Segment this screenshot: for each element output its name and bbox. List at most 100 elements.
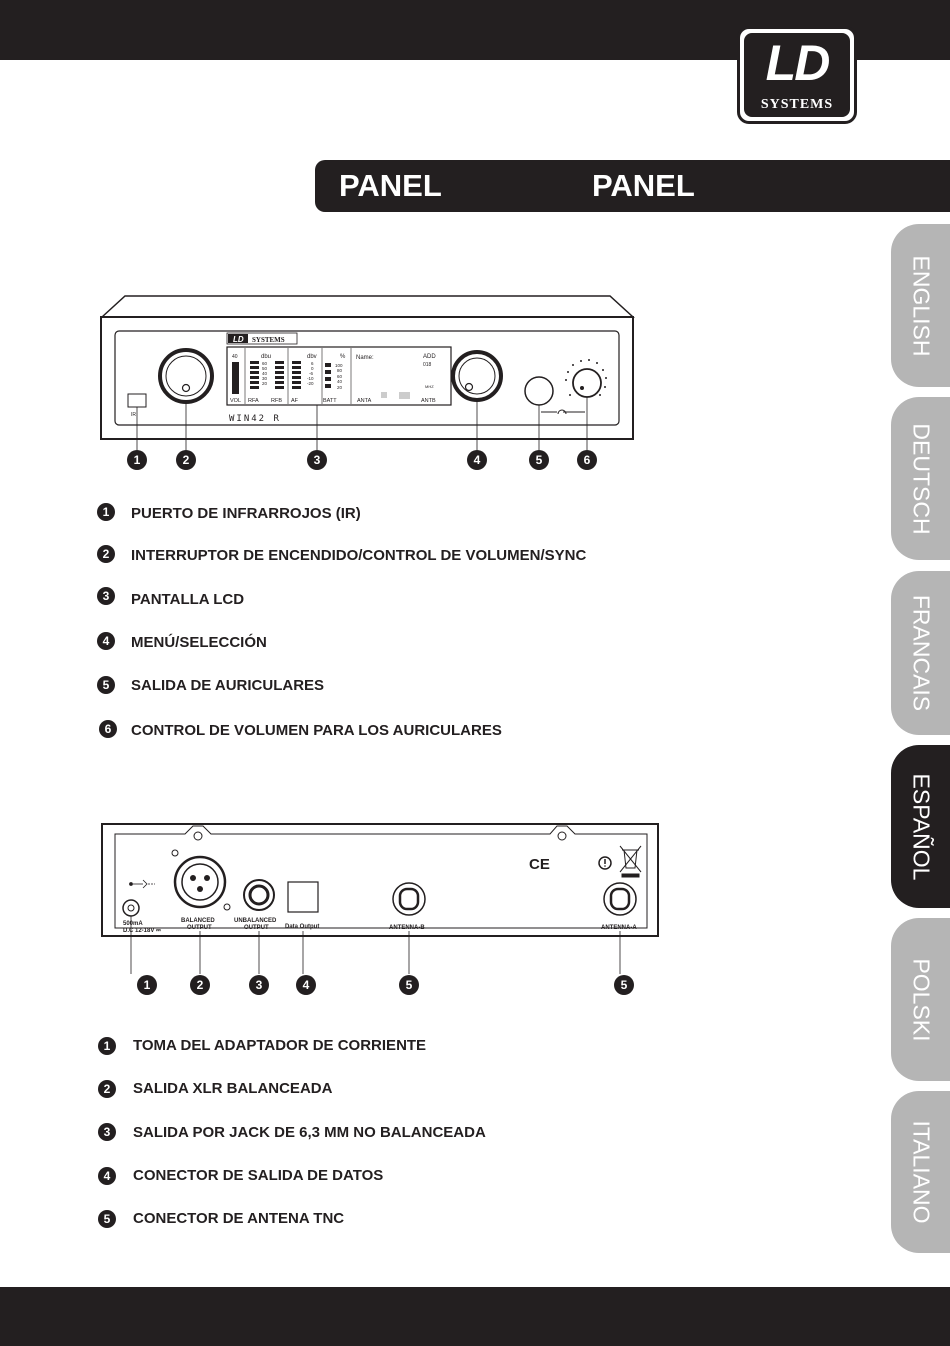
dbv-tick-4: -10 [307, 376, 314, 381]
pct-tick-1: 100 [335, 363, 343, 368]
lcd-code: 018 [423, 362, 432, 368]
front-item-4-num: 4 [97, 632, 115, 650]
title-word-2: PANEL [592, 168, 695, 203]
rear-item-4-text: CONECTOR DE SALIDA DE DATOS [133, 1167, 384, 1184]
balanced-label-1: BALANCED [181, 918, 215, 924]
rear-item-3-text: SALIDA POR JACK DE 6,3 MM NO BALANCEADA [133, 1124, 486, 1141]
lcd-rfa: RFA [248, 398, 259, 404]
antenna-a-label: ANTENNA-A [601, 925, 637, 931]
front-item-4-text: MENÚ/SELECCIÓN [131, 634, 267, 651]
front-item-5-text: SALIDA DE AURICULARES [131, 677, 325, 694]
front-callout-3: 3 [307, 450, 327, 470]
tab-italiano-label: ITALIANO [908, 1120, 934, 1224]
dbv-tick-2: 0 [311, 366, 314, 371]
lcd-add: ADD [423, 354, 436, 360]
unbalanced-label-1: UNBALANCED [234, 918, 277, 924]
headphone-volume-knob [572, 368, 602, 398]
ir-port [127, 393, 147, 408]
front-item-2-num: 2 [97, 545, 115, 563]
lcd-dbv: dbv [307, 354, 317, 360]
front-item-2-text: INTERRUPTOR DE ENCENDIDO/CONTROL DE VOLU… [131, 547, 587, 564]
data-output-label: Data Output [285, 924, 319, 930]
model-label: WIN42 R [229, 414, 281, 424]
brand-strip-systems: SYSTEMS [252, 336, 285, 344]
front-item-6-num: 6 [99, 720, 117, 738]
rear-panel-diagram: 500mA D.C 12-18V ⎓ BALANCED OUTPUT UNBAL… [101, 823, 659, 974]
rear-item-5-num: 5 [98, 1210, 116, 1228]
tab-espanol-label: ESPAÑOL [908, 773, 934, 880]
pct-tick-2: 80 [337, 368, 343, 373]
rear-item-3-num: 3 [98, 1123, 116, 1141]
lcd-name: Name: [356, 355, 374, 361]
logo-subtitle: SYSTEMS [760, 97, 834, 112]
lcd-dbu: dbu [261, 354, 271, 360]
lcd-af: AF [291, 398, 299, 404]
power-label-2: D.C 12-18V ⎓ [123, 928, 161, 934]
tab-polski[interactable]: POLSKI [891, 918, 950, 1081]
dbu-tick-4: 30 [262, 376, 268, 381]
rear-callout-5a: 5 [399, 975, 419, 995]
weee-bin-icon [619, 845, 642, 878]
front-item-3-num: 3 [97, 587, 115, 605]
rear-item-2-text: SALIDA XLR BALANCEADA [133, 1080, 333, 1097]
dbu-tick-2: 50 [262, 366, 268, 371]
dbv-tick-1: 6 [311, 361, 314, 366]
tab-deutsch[interactable]: DEUTSCH [891, 397, 950, 560]
tab-english-label: ENGLISH [908, 255, 934, 356]
rear-item-1-text: TOMA DEL ADAPTADOR DE CORRIENTE [133, 1037, 427, 1054]
front-item-1-num: 1 [97, 503, 115, 521]
lcd-top-num: 40 [232, 354, 238, 360]
tab-deutsch-label: DEUTSCH [908, 422, 934, 535]
rear-callout-2: 2 [190, 975, 210, 995]
rear-item-5-text: CONECTOR DE ANTENA TNC [133, 1210, 345, 1227]
front-callout-1: 1 [127, 450, 147, 470]
unbalanced-label-2: OUTPUT [244, 925, 269, 931]
front-item-5-num: 5 [97, 676, 115, 694]
rear-callout-3: 3 [249, 975, 269, 995]
dbv-tick-3: -6 [309, 371, 313, 376]
title-word-1: PANEL [339, 168, 442, 203]
rear-item-4-num: 4 [98, 1167, 116, 1185]
balanced-label-2: OUTPUT [187, 925, 212, 931]
power-label-1: 500mA [123, 921, 143, 927]
rear-item-1-num: 1 [98, 1037, 116, 1055]
dbu-tick-5: 20 [262, 381, 268, 386]
brand-strip-ld: LD [233, 335, 244, 344]
rear-item-2-num: 2 [98, 1080, 116, 1098]
rear-callout-5b: 5 [614, 975, 634, 995]
lcd-pct: % [340, 354, 346, 360]
lcd-anta: ANTA [357, 398, 372, 404]
tab-english[interactable]: ENGLISH [891, 224, 950, 387]
logo-brand: LD [765, 35, 831, 91]
lcd-antb: ANTB [421, 398, 436, 404]
brand-strip [226, 332, 298, 345]
rear-callout-4: 4 [296, 975, 316, 995]
lcd-vol: VOL [230, 398, 241, 404]
front-callout-6: 6 [577, 450, 597, 470]
tab-italiano[interactable]: ITALIANO [891, 1091, 950, 1253]
front-panel-top [100, 295, 635, 318]
antenna-b-label: ANTENNA-B [389, 925, 425, 931]
ir-label: IR [131, 412, 136, 418]
tab-francais-label: FRANCAIS [908, 594, 934, 712]
lcd-batt: BATT [323, 398, 337, 404]
ld-systems-logo: LD SYSTEMS [737, 26, 857, 124]
dbu-tick-1: 60 [262, 361, 268, 366]
lcd-mhz: MHZ [425, 384, 434, 389]
tab-espanol[interactable]: ESPAÑOL [891, 745, 950, 908]
footer-bar [0, 1287, 950, 1346]
front-item-1-text: PUERTO DE INFRARROJOS (IR) [131, 505, 361, 522]
front-callout-4: 4 [467, 450, 487, 470]
pct-tick-5: 20 [337, 385, 343, 390]
rear-callout-1: 1 [137, 975, 157, 995]
front-callout-2: 2 [176, 450, 196, 470]
data-output-port [287, 881, 319, 913]
front-panel-diagram: LD SYSTEMS IR 40 dbu 60 50 40 30 20 6 0 … [100, 295, 635, 450]
dbv-tick-5: -20 [307, 381, 314, 386]
pct-tick-4: 40 [337, 379, 343, 384]
tab-francais[interactable]: FRANCAIS [891, 571, 950, 735]
ce-mark: CE [529, 856, 550, 873]
front-callout-5: 5 [529, 450, 549, 470]
pct-tick-3: 60 [337, 374, 343, 379]
front-item-6-text: CONTROL DE VOLUMEN PARA LOS AURICULARES [131, 722, 502, 739]
